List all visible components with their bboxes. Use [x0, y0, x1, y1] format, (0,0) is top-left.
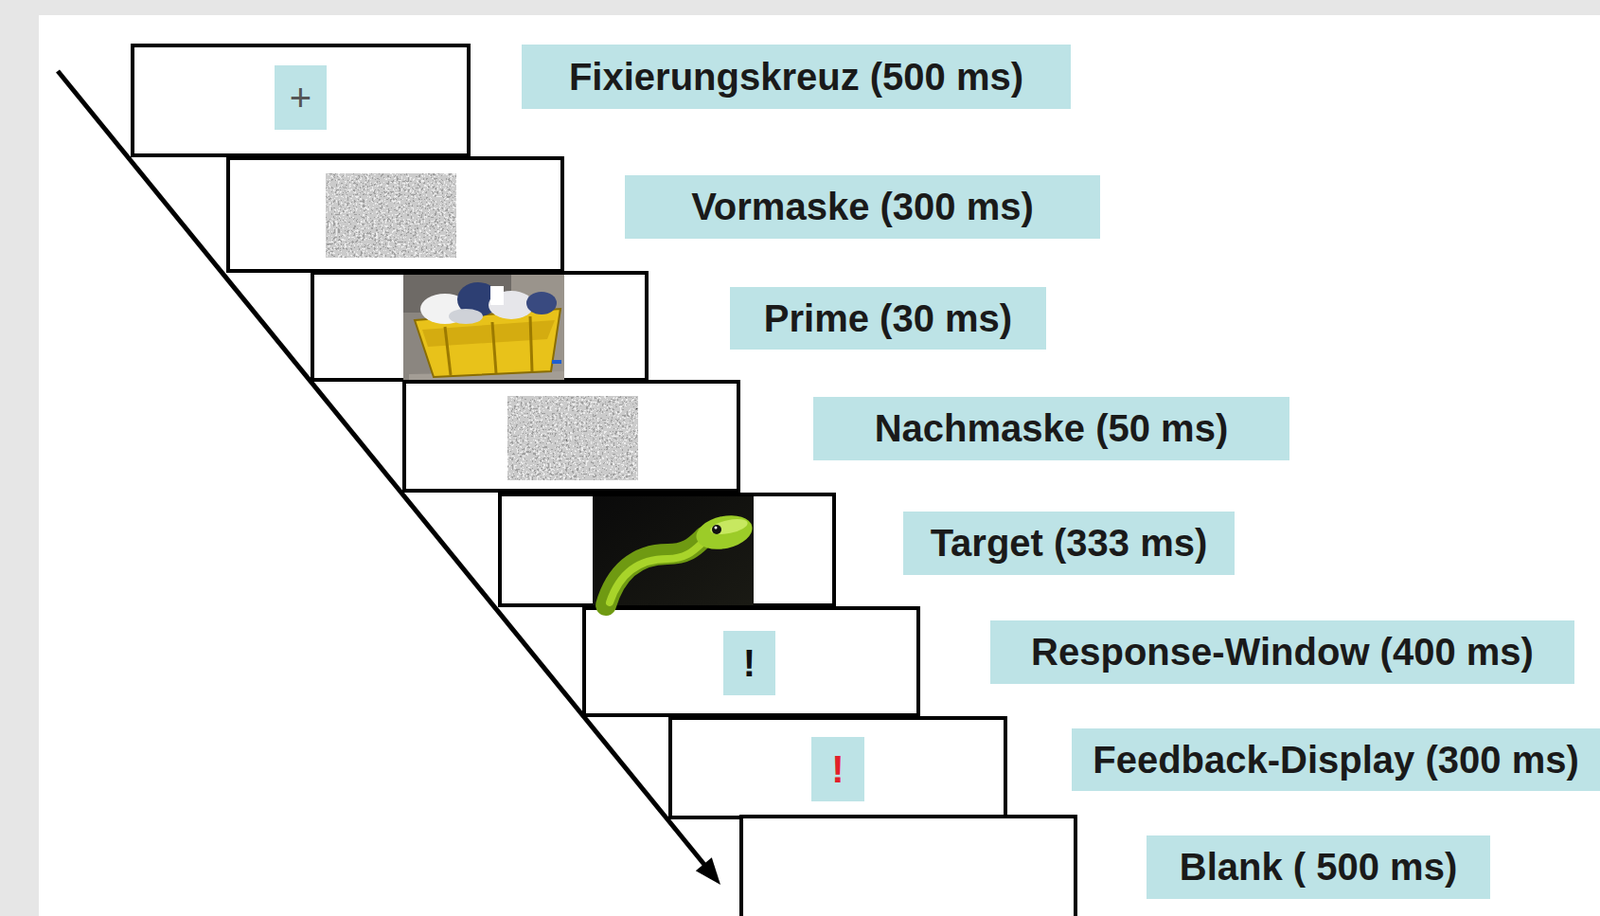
phase-text: Target (333 ms) — [930, 521, 1209, 565]
phase-label: Fixierungskreuz (500 ms) — [521, 44, 1071, 109]
snake-photo — [592, 496, 756, 605]
white-panel — [38, 15, 1600, 916]
screen-frame — [312, 272, 647, 380]
screen-frame — [132, 45, 469, 156]
noise-mask — [507, 395, 639, 480]
phase-label: Target (333 ms) — [903, 511, 1235, 575]
prime-photo — [403, 274, 565, 380]
phase-text: Blank ( 500 ms) — [1179, 845, 1458, 889]
phase-text: Response-Window (400 ms) — [1031, 630, 1534, 674]
screen-frame — [499, 494, 835, 605]
phase-text: Prime (30 ms) — [764, 297, 1013, 340]
screen-frame — [228, 158, 563, 271]
screen-frame — [584, 607, 919, 715]
phase-text: Nachmaske (50 ms) — [874, 407, 1229, 450]
fixation-cross-symbol: + — [274, 65, 327, 130]
phase-text: Vormaske (300 ms) — [691, 185, 1034, 229]
phase-label: Response-Window (400 ms) — [990, 620, 1575, 684]
phase-text: Fixierungskreuz (500 ms) — [568, 55, 1024, 99]
screen-frame — [741, 816, 1076, 916]
response-symbol: ! — [723, 630, 776, 695]
time-arrow — [57, 71, 721, 885]
symbol-text: + — [289, 76, 312, 120]
phase-label: Prime (30 ms) — [729, 286, 1047, 350]
symbol-text: ! — [743, 641, 756, 685]
screen-frame — [670, 717, 1006, 818]
phase-label: Feedback-Display (300 ms) — [1071, 728, 1600, 791]
feedback-symbol: ! — [811, 736, 865, 801]
phase-label: Vormaske (300 ms) — [624, 175, 1101, 239]
phase-label: Blank ( 500 ms) — [1146, 835, 1491, 899]
screen-frame — [404, 381, 739, 491]
phase-label: Nachmaske (50 ms) — [813, 396, 1290, 461]
noise-mask — [325, 173, 457, 258]
phase-text: Feedback-Display (300 ms) — [1092, 738, 1580, 782]
symbol-text: ! — [831, 747, 844, 791]
